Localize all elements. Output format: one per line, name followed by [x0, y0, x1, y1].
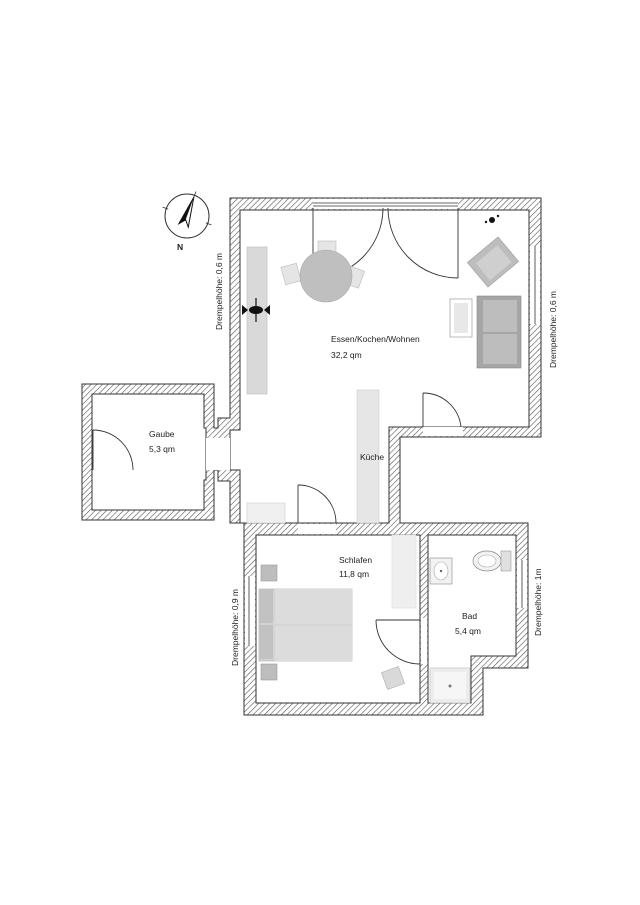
furniture — [242, 214, 522, 704]
balcony-door-right — [387, 207, 459, 279]
kneewall-bath-right: Drempelhöhe: 1m — [533, 568, 543, 636]
gaube-area: 5,3 qm — [149, 444, 175, 454]
compass-needle-icon — [177, 196, 195, 230]
gaube-door-gap — [93, 430, 103, 470]
bath-door-gap — [421, 618, 427, 664]
living-to-hall-door — [423, 427, 463, 436]
lamp-icon — [242, 298, 270, 322]
bedside-table-bottom — [260, 663, 278, 681]
living-room-name: Essen/Kochen/Wohnen — [331, 334, 420, 344]
walls — [81, 197, 542, 716]
bedroom-name: Schlafen — [339, 555, 372, 565]
double-bed — [258, 588, 353, 662]
bedroom-door-gap — [298, 524, 336, 534]
room-labels: Essen/Kochen/Wohnen 32,2 qm Gaube 5,3 qm… — [149, 334, 481, 636]
gauba-passage — [206, 438, 230, 470]
kneewall-bedroom-left: Drempelhöhe: 0,9 m — [230, 589, 240, 666]
dining-chair-left — [280, 262, 302, 286]
shower-tray — [429, 667, 471, 704]
bedside-table-top — [260, 564, 278, 582]
window-lines — [248, 202, 536, 646]
gaube-door — [92, 429, 134, 471]
living-window-top-1 — [313, 199, 388, 209]
bedroom-door — [297, 484, 337, 524]
kitchen-counter — [356, 389, 380, 524]
compass: N — [162, 191, 212, 252]
sofa — [476, 295, 522, 369]
dining-table — [299, 249, 353, 303]
bath-area: 5,4 qm — [455, 626, 481, 636]
gaube-name: Gaube — [149, 429, 175, 439]
bath-door — [375, 619, 421, 665]
bedroom-stool — [381, 666, 405, 690]
kneewall-labels: Drempelhöhe: 0,6 m Drempelhöhe: 0,6 m Dr… — [214, 253, 558, 666]
living-room-area: 32,2 qm — [331, 350, 362, 360]
armchair — [466, 236, 520, 288]
bath-name: Bad — [462, 611, 477, 621]
wardrobe — [391, 534, 417, 609]
bedroom-window-left — [245, 576, 255, 646]
toilet-icon — [472, 550, 512, 572]
living-window-top-2 — [388, 199, 458, 209]
sink-icon — [429, 557, 453, 585]
living-room-walls — [81, 197, 542, 716]
wall-openings — [93, 199, 540, 664]
kneewall-living-right: Drempelhöhe: 0,6 m — [548, 291, 558, 368]
hall-shelf — [246, 502, 286, 524]
living-hall-door — [422, 392, 462, 428]
living-sideboard — [246, 246, 268, 395]
kneewall-living-left: Drempelhöhe: 0,6 m — [214, 253, 224, 330]
bedroom-area: 11,8 qm — [339, 569, 369, 579]
compass-north-label: N — [177, 242, 183, 252]
kitchen-name: Küche — [360, 452, 384, 462]
plant-icon — [484, 214, 500, 224]
